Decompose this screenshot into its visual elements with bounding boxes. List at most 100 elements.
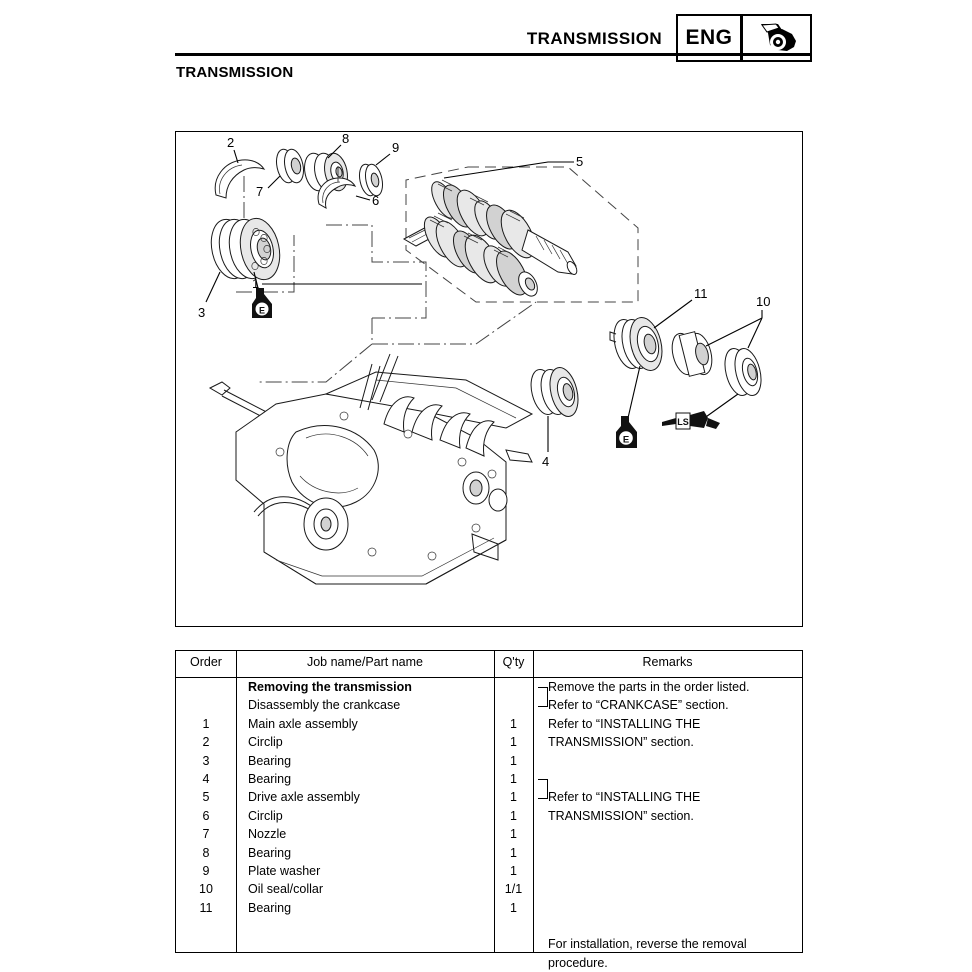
cell-quantity: 1/1 (504, 882, 523, 897)
part-11-bearing (609, 317, 663, 371)
table-row: 9 Plate washer 1 (176, 862, 802, 880)
transmission-exploded-diagram: .ln{fill:none;stroke:#1a1a1a;stroke-widt… (175, 131, 803, 627)
cell-job-name: Bearing (248, 900, 292, 915)
engine-oil-symbol-right: E (616, 365, 641, 448)
cell-remarks: Remove the parts in the order listed. (548, 680, 750, 694)
table-row: 11 Bearing 1 (176, 899, 802, 917)
cell-quantity: 1 (510, 771, 517, 786)
part-7-nozzle (276, 148, 304, 184)
crankcase-assembly (208, 353, 534, 585)
exploded-view-svg: .ln{fill:none;stroke:#1a1a1a;stroke-widt… (198, 132, 770, 585)
callout-3: 3 (198, 305, 205, 320)
cell-job-name: Plate washer (248, 863, 321, 878)
table-divider-job (494, 651, 496, 952)
callout-8: 8 (342, 132, 349, 146)
piston-connecting-rod-icon (743, 16, 811, 60)
lithium-soap-grease-symbol: LS (662, 393, 739, 430)
cell-order: 7 (202, 827, 210, 842)
part-9-plate-washer (358, 163, 384, 197)
part-10-collar (671, 331, 713, 377)
cell-remarks: Refer to “INSTALLING THE (548, 790, 701, 805)
cell-quantity: 1 (510, 808, 517, 823)
svg-text:LS: LS (677, 417, 689, 427)
cell-job-name: Removing the transmission (248, 680, 412, 694)
table-body: Removing the transmission Remove the part… (176, 678, 802, 970)
callout-11: 11 (694, 286, 708, 301)
table-row: 5 Drive axle assembly 1 Refer to “INSTALLIN… (176, 788, 802, 806)
column-header-qty: Q'ty (502, 655, 525, 669)
table-row: Disassembly the crankcase Refer to “CRANK… (176, 696, 802, 714)
cell-order: 1 (202, 716, 210, 731)
header-rule (175, 53, 810, 56)
part-10-oil-seal (724, 348, 762, 396)
header-title: TRANSMISSION (526, 29, 662, 48)
parts-table: Order Job name/Part name Q'ty Remarks Re… (175, 650, 803, 970)
table-row: procedure. (176, 954, 802, 972)
cell-order: 9 (202, 863, 210, 878)
table-row: Removing the transmission Remove the part… (176, 678, 802, 696)
part-4-bearing (530, 367, 579, 417)
engine-oil-symbol-left: E (252, 271, 272, 318)
part-6-circlip (317, 177, 357, 209)
callout-5: 5 (576, 154, 583, 169)
remarks-brace-2 (538, 779, 548, 799)
eng-divider (740, 16, 743, 60)
assembly-envelope (236, 166, 639, 383)
cell-order: 11 (199, 900, 213, 915)
page-header: TRANSMISSION ENG (0, 0, 972, 62)
cell-job-name: Nozzle (248, 827, 287, 842)
eng-section-tab: ENG (676, 14, 812, 62)
cell-remarks: Refer to “CRANKCASE” section. (548, 698, 729, 713)
part-3-bearing (210, 217, 281, 281)
eng-label: ENG (685, 26, 733, 49)
cell-job-name: Main axle assembly (248, 716, 358, 731)
table-row: For installation, reverse the removal (176, 935, 802, 953)
column-header-job: Job name/Part name (306, 655, 424, 669)
cell-quantity: 1 (510, 716, 517, 731)
cell-job-name: Disassembly the crankcase (248, 698, 401, 713)
cell-order: 5 (202, 790, 210, 805)
cell-quantity: 1 (510, 735, 517, 750)
cell-job-name: Oil seal/collar (248, 882, 324, 897)
callout-2: 2 (227, 135, 234, 150)
svg-text:E: E (623, 435, 629, 446)
drive-axle-gears (431, 179, 536, 259)
cell-quantity: 1 (510, 753, 517, 768)
callout-10: 10 (756, 294, 770, 309)
callout-7: 7 (256, 184, 263, 199)
cell-order: 6 (202, 808, 210, 823)
cell-job-name: Bearing (248, 845, 292, 860)
table-header-rule (176, 677, 802, 679)
table-row: 7 Nozzle 1 (176, 825, 802, 843)
cell-quantity: 1 (510, 790, 517, 805)
shift-forks (383, 396, 495, 457)
cell-order: 2 (202, 735, 210, 750)
cell-order: 4 (202, 771, 210, 786)
callout-1: 1 (252, 276, 259, 291)
cell-job-name: Circlip (248, 808, 283, 823)
cell-quantity: 1 (510, 845, 517, 860)
cell-quantity: 1 (510, 900, 517, 915)
part-2-circlip (214, 159, 266, 199)
cell-job-name: Drive axle assembly (248, 790, 360, 805)
cell-job-name: Bearing (248, 753, 292, 768)
callout-6: 6 (372, 193, 379, 208)
cell-quantity: 1 (510, 827, 517, 842)
svg-text:E: E (259, 306, 265, 316)
table-row (176, 917, 802, 935)
table-row: 10 Oil seal/collar 1/1 (176, 880, 802, 898)
remarks-brace-1 (538, 687, 548, 707)
cell-remarks: For installation, reverse the removal (548, 937, 747, 952)
callout-9: 9 (392, 140, 399, 155)
cell-order: 10 (199, 882, 213, 897)
cell-order: 3 (202, 753, 210, 768)
table-divider-order (236, 651, 238, 952)
table-row: 4 Bearing 1 (176, 770, 802, 788)
cell-quantity: 1 (510, 863, 517, 878)
cell-job-name: Bearing (248, 771, 292, 786)
column-header-order: Order (190, 655, 222, 669)
